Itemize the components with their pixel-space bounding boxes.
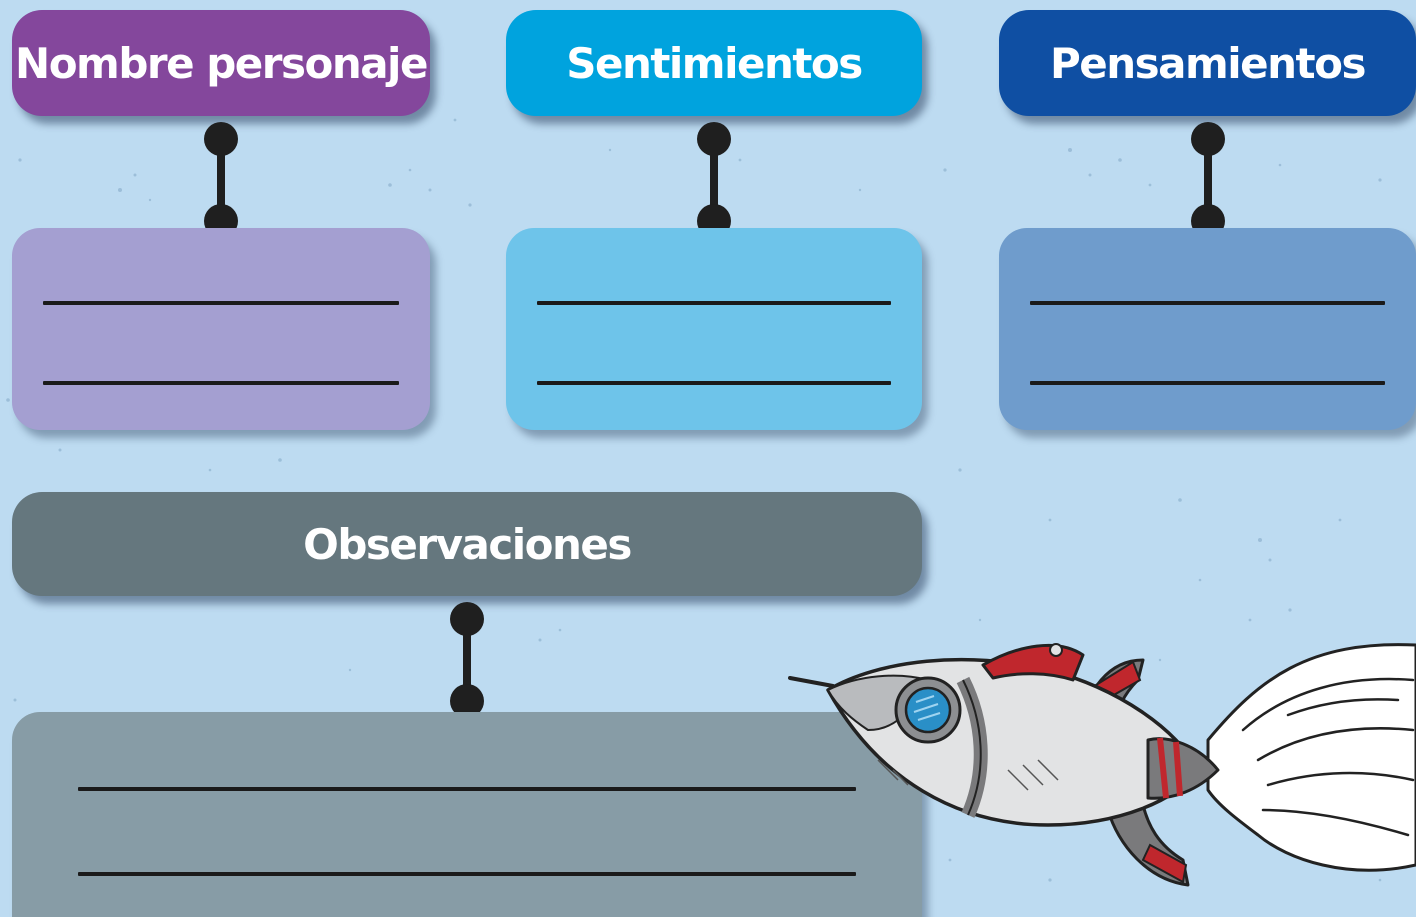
connector-observaciones [450, 602, 484, 718]
header-pensamientos-label: Pensamientos [1050, 38, 1367, 88]
header-nombre-personaje-label: Nombre personaje [15, 38, 428, 88]
connector-bar [463, 619, 471, 701]
connector-pensamientos [1191, 122, 1225, 238]
box-nombre-personaje [12, 228, 430, 430]
header-sentimientos: Sentimientos [506, 10, 922, 116]
header-nombre-personaje: Nombre personaje [12, 10, 430, 116]
connector-bar [1204, 139, 1212, 221]
rocket-icon [788, 643, 1416, 887]
header-pensamientos: Pensamientos [999, 10, 1416, 116]
write-line [78, 872, 856, 876]
write-line [43, 381, 399, 385]
write-line [1030, 381, 1385, 385]
box-observaciones [12, 712, 922, 917]
box-pensamientos [999, 228, 1416, 430]
connector-bar [217, 139, 225, 221]
box-sentimientos [506, 228, 922, 430]
header-observaciones: Observaciones [12, 492, 922, 596]
write-line [537, 381, 891, 385]
write-line [537, 301, 891, 305]
write-line [43, 301, 399, 305]
header-sentimientos-label: Sentimientos [566, 38, 863, 88]
connector-nombre [204, 122, 238, 238]
connector-sentimientos [697, 122, 731, 238]
write-line [1030, 301, 1385, 305]
header-observaciones-label: Observaciones [303, 519, 632, 569]
connector-bar [710, 139, 718, 221]
write-line [78, 787, 856, 791]
